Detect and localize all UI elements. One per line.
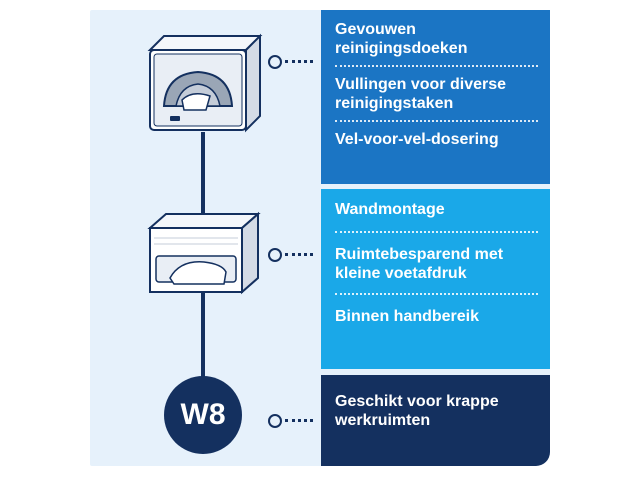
feature-item: Wandmontage	[335, 189, 538, 233]
counter-dispenser-icon	[147, 211, 261, 295]
feature-item: Vullingen voor diverse reinigingstaken	[335, 67, 538, 122]
dotted-line	[285, 60, 313, 63]
wall-dispenser-icon	[147, 33, 263, 133]
model-badge: W8	[164, 376, 242, 454]
connector-3	[268, 414, 314, 428]
feature-block-2: Wandmontage Ruimtebesparend met kleine v…	[321, 189, 550, 369]
connector-ring-icon	[268, 55, 282, 69]
dotted-line	[285, 419, 313, 422]
model-badge-label: W8	[180, 398, 226, 431]
feature-block-1: Gevouwen reinigingsdoeken Vullingen voor…	[321, 10, 550, 184]
feature-block-3: Geschikt voor krappe werkruimten	[321, 375, 550, 466]
dotted-line	[285, 253, 313, 256]
feature-item: Ruimtebesparend met kleine voetafdruk	[335, 233, 538, 295]
connector-ring-icon	[268, 248, 282, 262]
connector-1	[268, 55, 314, 69]
connector-ring-icon	[268, 414, 282, 428]
feature-item: Binnen handbereik	[335, 308, 480, 325]
feature-item: Gevouwen reinigingsdoeken	[335, 10, 538, 67]
feature-item: Geschikt voor krappe werkruimten	[335, 393, 499, 429]
connector-2	[268, 248, 314, 262]
feature-item: Vel-voor-vel-dosering	[335, 131, 499, 148]
